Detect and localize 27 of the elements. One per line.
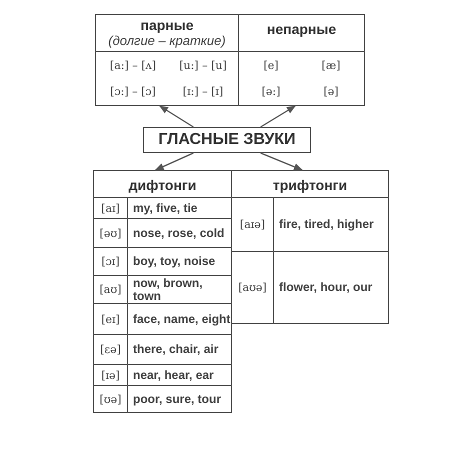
phonetic-symbol: [a:] – [ʌ]: [108, 58, 158, 74]
phonetic-symbol: [æ]: [320, 58, 342, 74]
column-heading: парные: [140, 17, 194, 33]
column-heading: непарные: [266, 21, 338, 37]
concept-box: ГЛАСНЫЕ ЗВУКИ: [143, 127, 311, 153]
phonetic-symbol: [ə:]: [260, 84, 282, 100]
column-heading: трифтонги: [272, 177, 348, 193]
arrow: [154, 152, 194, 171]
phonetic-symbol: [e]: [262, 58, 280, 74]
column-subheading: (долгие – краткие): [107, 33, 227, 48]
example-words: poor, sure, tour: [128, 385, 231, 412]
column-heading: дифтонги: [128, 177, 198, 193]
phonetic-symbol: [ə]: [322, 84, 340, 100]
phonetic-symbol: [ɔ:] – [ɔ]: [109, 84, 157, 100]
table-column: [93, 170, 232, 413]
table-column: [95, 14, 239, 106]
table-column: [231, 170, 389, 324]
table-column: [238, 14, 365, 106]
phonetic-symbol: [ɪ:] – [ɪ]: [182, 84, 224, 100]
arrow: [159, 105, 194, 128]
example-words: flower, hour, our: [274, 251, 388, 323]
example-words: fire, tired, higher: [274, 197, 388, 251]
example-words: there, chair, air: [128, 334, 231, 364]
arrow: [260, 152, 303, 171]
phonetic-symbol: [u:] – [u]: [178, 58, 228, 74]
example-words: near, hear, ear: [128, 364, 231, 385]
arrow: [260, 105, 296, 128]
